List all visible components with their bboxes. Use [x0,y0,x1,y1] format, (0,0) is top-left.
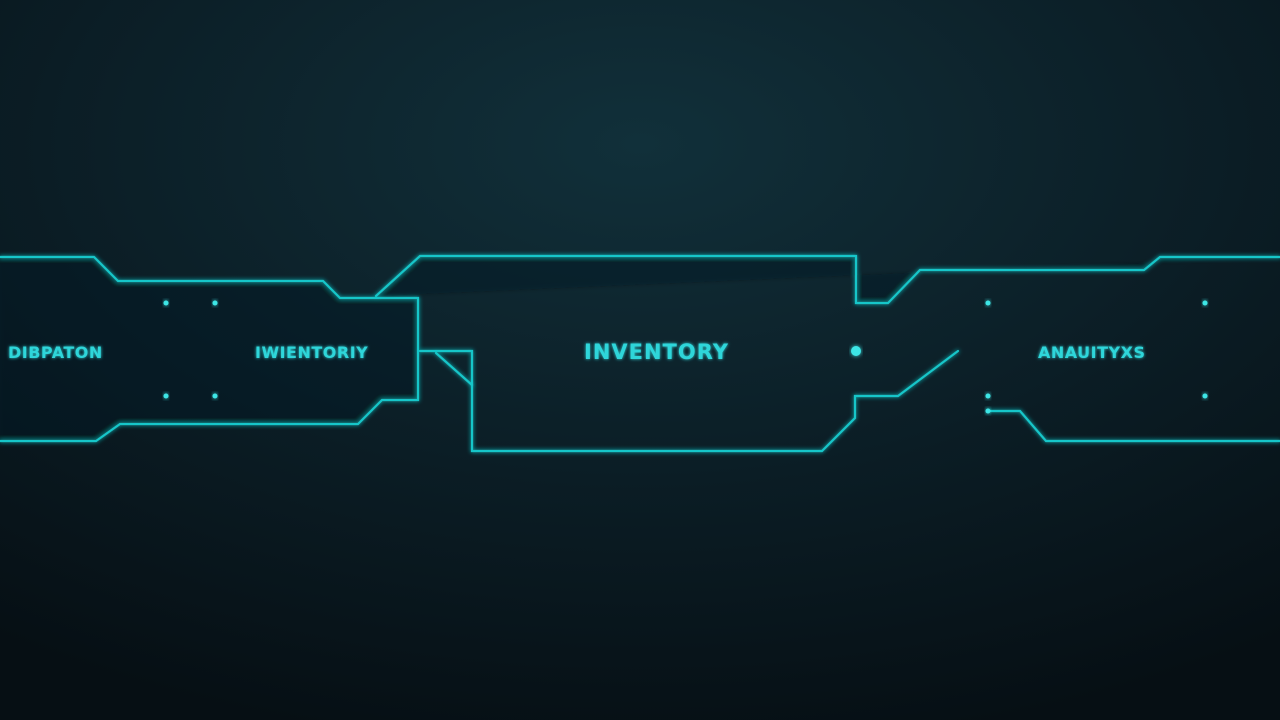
left-bus-connector-icon [163,300,218,399]
left-module-outline [0,255,420,443]
left-inner-module-label: IWIENTORIY [255,343,368,362]
left-module-label: DIBPATON [8,343,103,362]
center-module-bracket [434,351,474,387]
center-module-label: INVENTORY [584,340,729,364]
right-bus-connector-icon [985,300,1280,399]
right-module: ANAUITYXS [985,300,1280,443]
right-module-label: ANAUITYXS [1038,343,1145,362]
right-module-outline [986,409,1280,443]
center-module-outline [374,254,1280,305]
center-module-body [418,349,960,453]
center-module: INVENTORY [374,254,1280,453]
left-module: DIBPATON IWIENTORIY [0,255,420,443]
